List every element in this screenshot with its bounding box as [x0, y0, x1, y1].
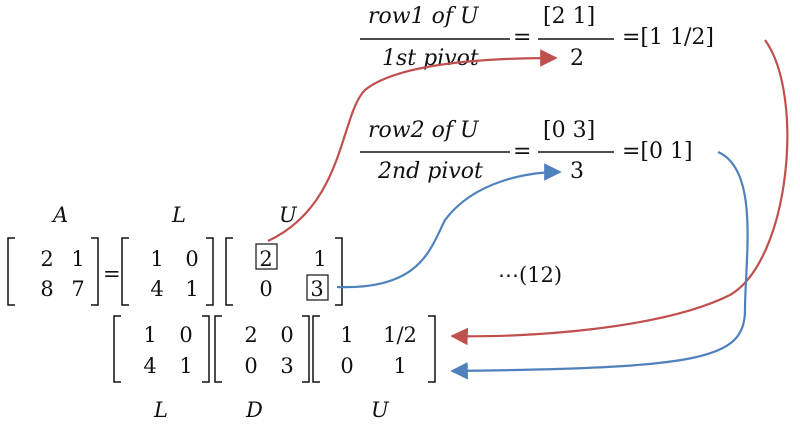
row2-value-denominator: 3 [570, 159, 584, 184]
label-U-top: U [279, 203, 297, 227]
matrix-L2-cell: 0 [179, 323, 193, 347]
red-arrow-result-to-U2-row1 [450, 39, 789, 346]
matrix-U2-cell: 1/2 [383, 323, 417, 347]
matrix-U2-cell: 0 [340, 354, 354, 378]
matrix-D-left-bracket [214, 315, 222, 383]
matrix-D-cell: 0 [280, 323, 294, 347]
label-A: A [53, 203, 69, 227]
matrix-L2-cell: 1 [179, 354, 193, 378]
row2-numerator: row2 of U [368, 118, 479, 143]
label-D-bottom: D [246, 398, 263, 422]
matrix-A-cell: 1 [71, 247, 85, 271]
matrix-L-cell: 4 [150, 277, 164, 301]
matrix-U2-cell: 1 [393, 354, 407, 378]
matrix-L-cell: 1 [185, 277, 199, 301]
matrix-L-cell: 0 [185, 247, 199, 271]
blue-arrow-result-to-U2-row2 [450, 150, 749, 380]
matrix-D-cell: 3 [280, 354, 294, 378]
matrix-U-cell: 0 [259, 277, 273, 301]
matrix-A-cell: 2 [40, 247, 54, 271]
label-U-bottom: U [371, 398, 389, 422]
matrix-A-cell: 8 [40, 277, 54, 301]
matrix-D-cell: 0 [244, 354, 258, 378]
matrix-L2-cell: 4 [143, 354, 157, 378]
matrix-L-cell: 1 [150, 247, 164, 271]
equation-number: ⋯(12) [498, 263, 563, 287]
row2-result: =[0 1] [622, 139, 693, 164]
row1-result: =[1 1/2] [622, 25, 714, 50]
matrix-U-left-bracket [225, 237, 233, 306]
matrix-U-cell: 1 [313, 247, 327, 271]
row1-value-denominator: 2 [570, 46, 584, 71]
matrix-A-cell: 7 [71, 277, 85, 301]
matrix-U2-cell: 1 [340, 323, 354, 347]
row1-value-numerator: [2 1] [543, 4, 596, 29]
matrix-U-right-bracket [335, 237, 343, 306]
matrix-U-pivot-2: 3 [310, 277, 324, 301]
matrix-L-left-bracket [121, 237, 129, 306]
red-arrow-pivot1-to-fraction [267, 49, 558, 242]
matrix-D-right-bracket [302, 315, 310, 383]
matrix-D-cell: 2 [244, 323, 258, 347]
pivot-1-box [255, 243, 278, 270]
matrix-U2-left-bracket [312, 315, 320, 383]
matrix-U2-right-bracket [428, 315, 436, 383]
pivot-2-box [306, 274, 329, 301]
blue-arrow-pivot2-to-fraction [336, 163, 562, 289]
matrix-L2-left-bracket [113, 315, 121, 383]
label-L-top: L [172, 203, 186, 227]
matrix-A-right-bracket [91, 237, 99, 306]
row2-denominator: 2nd pivot [378, 159, 483, 184]
matrix-L2-right-bracket [202, 315, 210, 383]
equals-sign: = [103, 262, 121, 286]
label-L-bottom: L [154, 398, 168, 422]
matrix-L2-cell: 1 [143, 323, 157, 347]
row1-numerator: row1 of U [368, 4, 479, 29]
row2-equals: = [513, 139, 532, 164]
row2-value-numerator: [0 3] [543, 118, 596, 143]
matrix-U-pivot-1: 2 [259, 247, 273, 271]
matrix-A-left-bracket [7, 237, 15, 306]
matrix-L-right-bracket [206, 237, 214, 306]
row1-equals: = [513, 25, 532, 50]
